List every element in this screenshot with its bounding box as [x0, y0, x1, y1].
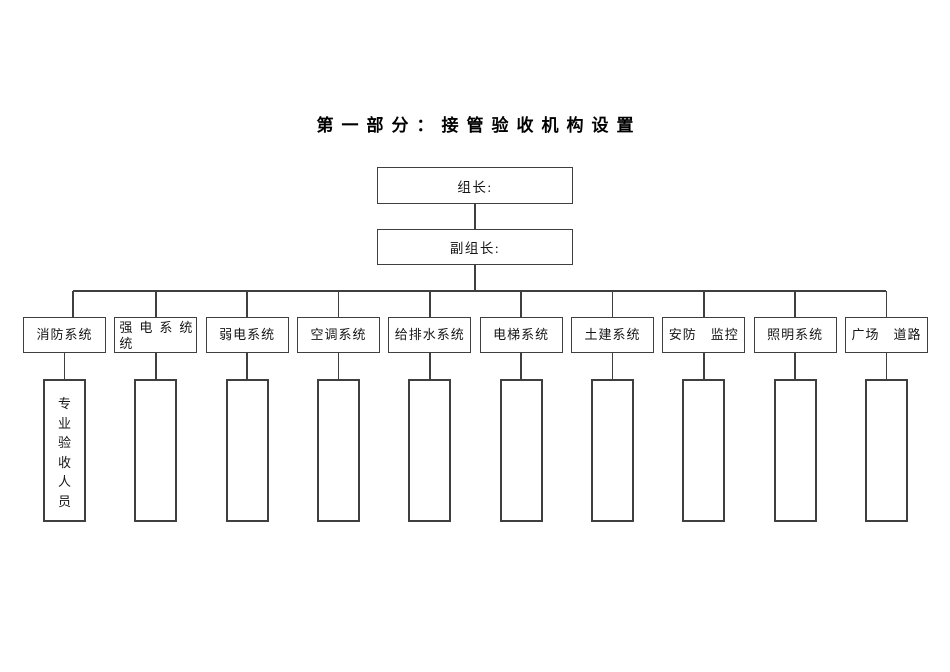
connector-box-to-personnel	[611, 353, 614, 379]
branch-column: 照明系统	[753, 291, 837, 522]
personnel-box	[682, 379, 726, 522]
system-box-label: 弱电系统	[219, 327, 276, 342]
connector-leader-deputy	[474, 203, 476, 230]
system-box: 电梯系统	[479, 317, 563, 353]
branch-column: 空调系统	[296, 291, 380, 522]
leader-box: 组长:	[377, 167, 573, 204]
personnel-box	[225, 379, 269, 522]
connector-box-to-personnel	[703, 353, 705, 379]
branch-columns: 消防系统 专业验收人员 强电系统 统 弱电系统 空调系统	[23, 291, 928, 522]
system-box: 土建系统	[570, 317, 654, 353]
horizontal-bus-line	[73, 290, 886, 292]
personnel-box-label: 专业验收人员	[57, 396, 71, 509]
system-box-label: 给排水系统	[394, 327, 465, 342]
system-box-label-line2: 统	[119, 336, 133, 351]
system-box: 强电系统 统	[114, 317, 198, 353]
connector-deputy-bus	[474, 264, 476, 291]
deputy-leader-box-label: 副组长:	[449, 241, 501, 256]
personnel-box	[864, 379, 908, 522]
system-box-label: 广场 道路	[851, 327, 922, 342]
connector-box-to-personnel	[63, 353, 66, 379]
branch-column: 广场 道路	[844, 291, 928, 522]
connector-box-to-personnel	[794, 353, 796, 379]
system-box: 安防 监控	[662, 317, 746, 353]
system-box: 空调系统	[296, 317, 380, 353]
branch-column: 给排水系统	[388, 291, 472, 522]
personnel-box	[134, 379, 178, 522]
system-box-label: 强电系统	[119, 320, 193, 335]
leader-box-label: 组长:	[457, 179, 493, 195]
personnel-box	[316, 379, 360, 522]
system-box-label: 土建系统	[584, 327, 641, 342]
connector-box-to-personnel	[155, 353, 157, 379]
system-box-label: 消防系统	[36, 327, 93, 342]
system-box: 广场 道路	[844, 317, 928, 353]
branch-column: 电梯系统	[479, 291, 563, 522]
branch-column: 强电系统 统	[114, 291, 198, 522]
deputy-leader-box: 副组长:	[377, 229, 573, 265]
page-title: 第一部分：接管验收机构设置	[316, 116, 642, 135]
system-box: 照明系统	[753, 317, 837, 353]
branch-column: 弱电系统	[205, 291, 289, 522]
system-box-label: 电梯系统	[493, 327, 550, 342]
system-box-label: 照明系统	[767, 327, 824, 342]
system-box-label: 空调系统	[310, 327, 367, 342]
branch-column: 土建系统	[570, 291, 654, 522]
connector-box-to-personnel	[246, 353, 248, 379]
personnel-box: 专业验收人员	[43, 379, 86, 522]
personnel-box	[773, 379, 817, 522]
connector-box-to-personnel	[520, 353, 522, 379]
system-box: 弱电系统	[205, 317, 289, 353]
connector-box-to-personnel	[429, 353, 431, 379]
system-box: 给排水系统	[388, 317, 472, 353]
system-box: 消防系统	[23, 317, 106, 353]
connector-box-to-personnel	[337, 353, 340, 379]
branch-column: 消防系统 专业验收人员	[23, 291, 106, 522]
personnel-box	[408, 379, 452, 522]
personnel-box	[499, 379, 543, 522]
connector-box-to-personnel	[885, 353, 888, 379]
branch-column: 安防 监控	[662, 291, 746, 522]
system-box-label: 安防 监控	[668, 327, 739, 342]
personnel-box	[590, 379, 634, 522]
